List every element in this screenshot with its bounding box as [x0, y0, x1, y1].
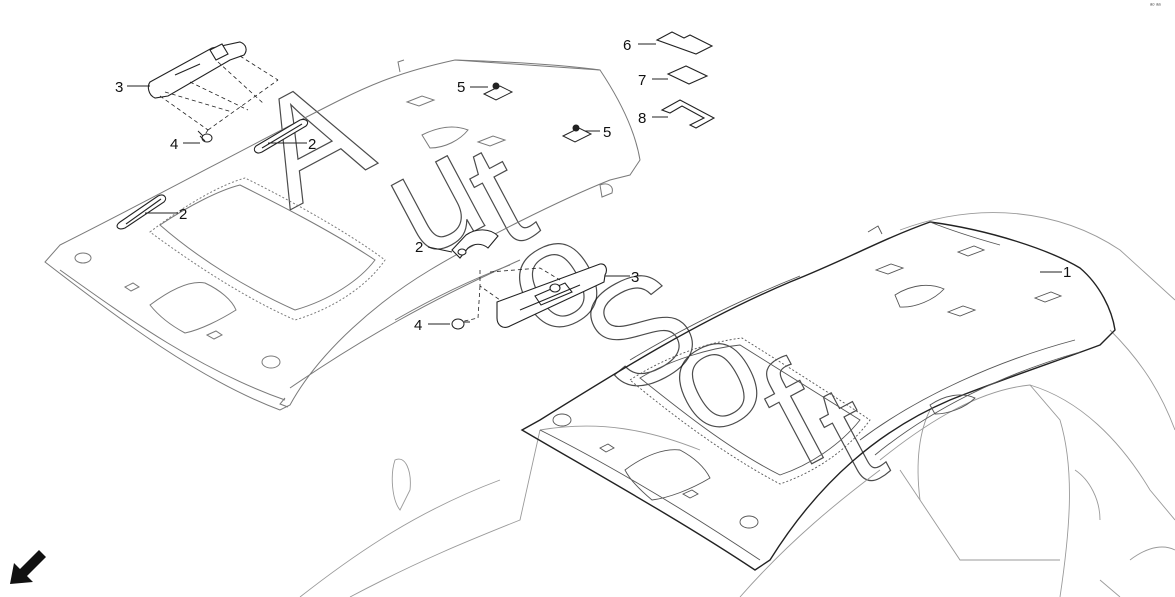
clip-upper — [482, 82, 514, 101]
callout-8: 8 — [638, 110, 646, 127]
callout-2-lower: 2 — [179, 206, 187, 223]
callout-5-right: 5 — [603, 124, 611, 141]
leader-lines — [127, 43, 1062, 325]
assist-handle-lower — [116, 194, 167, 230]
clip-right — [561, 124, 593, 143]
pad-8 — [660, 99, 716, 129]
callout-7: 7 — [638, 72, 646, 89]
callout-1: 1 — [1063, 264, 1071, 281]
bracket-upper — [147, 41, 247, 99]
callout-6: 6 — [623, 37, 631, 54]
pad-7 — [666, 65, 709, 85]
arrow-down-left-icon — [10, 550, 46, 584]
screw-upper — [197, 130, 213, 143]
headliner-exploded — [44, 59, 641, 411]
corner-mark: ᵃᵒ ᵃᵃ — [1150, 3, 1161, 9]
callout-3-upper: 3 — [115, 79, 123, 96]
assist-handle-center — [451, 229, 499, 259]
callout-4-upper: 4 — [170, 136, 178, 153]
pad-6 — [655, 31, 714, 55]
callout-4-lower: 4 — [414, 317, 422, 334]
callout-3-middle: 3 — [631, 269, 639, 286]
bracket-middle-dashed — [459, 267, 561, 323]
car-body-outline — [299, 212, 1175, 597]
screw-lower — [451, 318, 470, 330]
bracket-projection-lines — [159, 55, 279, 137]
assist-handle-upper — [253, 118, 309, 154]
callout-labels: 1 2 2 2 3 3 4 4 5 5 6 7 8 — [115, 37, 1071, 334]
headliner-installed-details — [539, 221, 1081, 561]
callout-2-upper: 2 — [308, 136, 316, 153]
callout-2-center: 2 — [415, 239, 423, 256]
headliner-installed — [520, 221, 1116, 571]
bracket-middle — [496, 263, 607, 328]
callout-5-upper: 5 — [457, 79, 465, 96]
